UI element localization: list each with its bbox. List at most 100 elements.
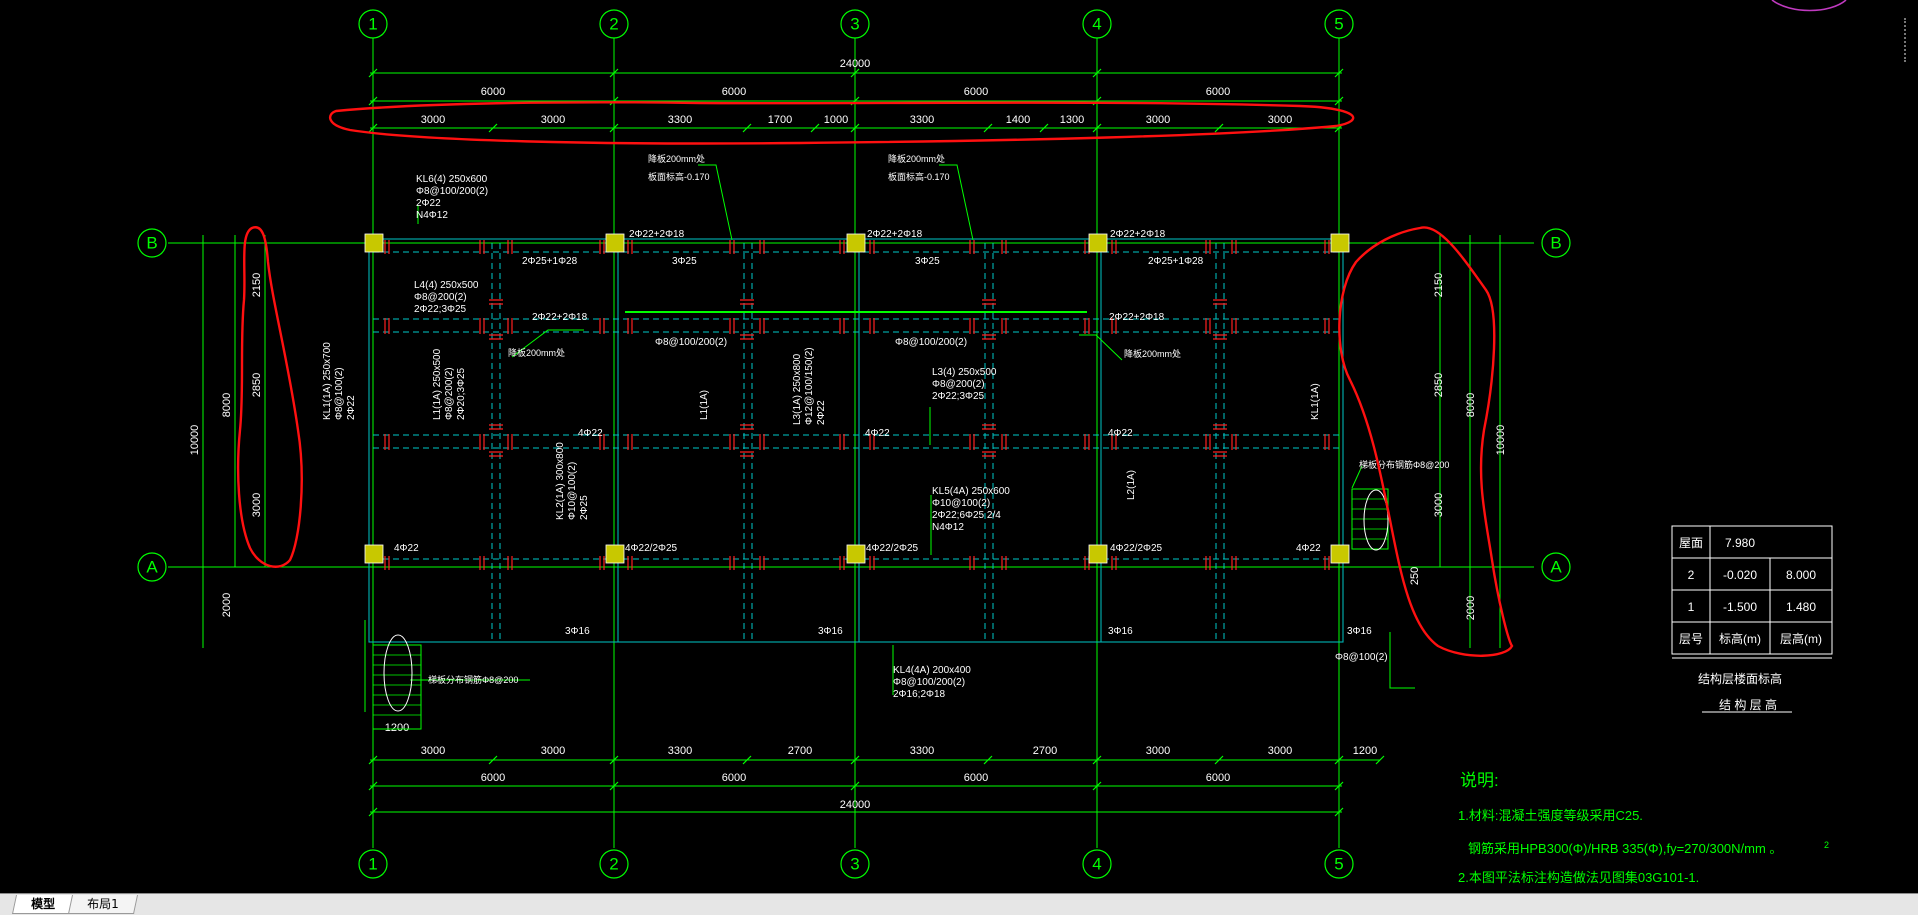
beam-label: Φ8@100/200(2) <box>655 337 727 348</box>
beam-label: 3Φ16 <box>1108 626 1133 637</box>
column-3A <box>846 544 866 564</box>
beam-label: 2Φ22;3Φ25 <box>414 304 467 315</box>
beam-label: Φ8@100(2) <box>1335 652 1388 663</box>
axis-label-4-bottom: 4 <box>1092 855 1101 874</box>
tab-layout1[interactable]: 布局1 <box>67 895 138 914</box>
dim-top-seg: 3300 <box>668 114 692 126</box>
axis-label-2-top: 2 <box>609 15 618 34</box>
axis-labels: 1 2 3 4 5 1 2 3 4 5 B A B A <box>146 15 1562 874</box>
column-4B <box>1088 233 1108 253</box>
beam-label-vertical: L2(1A) <box>1126 470 1137 500</box>
axis-bubble-B-right <box>1541 228 1571 258</box>
notes-line: 钢筋采用HPB300(Φ)/HRB 335(Φ),fy=270/300N/mm … <box>1468 841 1782 856</box>
beam-label: 4Φ22/2Φ25 <box>625 543 678 554</box>
beam-label: Φ8@100/200(2) <box>893 677 965 688</box>
beam-label: 4Φ22 <box>865 428 890 439</box>
beam-annotations: KL6(4) 250x600 Φ8@100/200(2) 2Φ22 N4Φ12 … <box>394 174 1388 700</box>
dim-top-seg: 3000 <box>1268 114 1292 126</box>
beam-label-vertical: Φ8@100(2) <box>334 367 345 420</box>
axis-bubble-1-top <box>358 9 388 39</box>
axis-label-1-bottom: 1 <box>368 855 377 874</box>
dim-bottom-bay: 6000 <box>481 772 505 784</box>
columns <box>364 233 1350 564</box>
column-5B <box>1330 233 1350 253</box>
beam-label-vertical: 2Φ22 <box>816 400 827 425</box>
beam-label: 2Φ22+2Φ18 <box>629 229 685 240</box>
dimension-lines <box>202 72 1501 813</box>
notes-line: 2.本图平法标注构造做法见图集03G101-1. <box>1458 870 1699 885</box>
table-cell: 1 <box>1688 600 1695 614</box>
dim-right-seg: 2150 <box>1433 273 1445 297</box>
dim-stair-1200: 1200 <box>385 722 409 734</box>
beam-label: 2Φ16;2Φ18 <box>893 689 946 700</box>
dim-top-bay: 6000 <box>722 86 746 98</box>
beam-label: L3(4) 250x500 <box>932 367 997 378</box>
axis-bubble-5-bottom <box>1324 849 1354 879</box>
dim-top-seg: 1300 <box>1060 114 1084 126</box>
beam-label: 3Φ16 <box>565 626 590 637</box>
stair-rebar-note: 梯板分布钢筋Φ8@200 <box>1359 459 1449 470</box>
dim-top-total: 24000 <box>840 58 871 70</box>
dim-bottom-seg: 3000 <box>1268 745 1292 757</box>
beam-label-vertical: KL1(1A) 250x700 <box>322 342 333 420</box>
notes-heading: 说明: <box>1460 771 1499 790</box>
beam-label-vertical: L1(1A) <box>699 390 710 420</box>
axis-label-3-bottom: 3 <box>850 855 859 874</box>
dim-top-seg: 3300 <box>910 114 934 126</box>
dim-bottom-seg: 1200 <box>1353 745 1377 757</box>
dim-right-seg: 2850 <box>1433 373 1445 397</box>
dim-left-2000: 2000 <box>221 593 233 617</box>
table-cell: 7.980 <box>1725 536 1755 550</box>
dim-right-2000: 2000 <box>1465 596 1477 620</box>
floor-table-text: 屋面 7.980 2 -0.020 8.000 1 -1.500 1.480 层… <box>1679 536 1822 712</box>
drop-slab-note: 降板200mm处 <box>888 153 945 164</box>
axis-bubble-A-left <box>137 552 167 582</box>
dim-left-total: 10000 <box>189 425 201 456</box>
dim-bottom-seg: 3300 <box>910 745 934 757</box>
axis-label-1-top: 1 <box>368 15 377 34</box>
dim-bottom-total: 24000 <box>840 799 871 811</box>
dim-top-seg: 1000 <box>824 114 848 126</box>
markup-ellipse-right <box>1338 226 1514 657</box>
table-cell: 2 <box>1688 568 1695 582</box>
beam-label: 3Φ16 <box>818 626 843 637</box>
column-2B <box>605 233 625 253</box>
beam-label: 4Φ22 <box>578 428 603 439</box>
stair-lower <box>372 644 422 730</box>
beam-label: KL4(4A) 200x400 <box>893 665 971 676</box>
notes-superscript: 2 <box>1824 840 1829 850</box>
dimension-ticks <box>368 68 1385 817</box>
beam-label: Φ8@100/200(2) <box>895 337 967 348</box>
beam-label: 4Φ22 <box>394 543 419 554</box>
beam-label-vertical: 2Φ22 <box>346 395 357 420</box>
dim-left-seg: 2150 <box>251 273 263 297</box>
tab-model[interactable]: 模型 <box>11 895 75 914</box>
table-header: 层高(m) <box>1780 631 1822 646</box>
axis-bubbles <box>137 9 1571 879</box>
beam-label-vertical: 2Φ25 <box>579 495 590 520</box>
axis-label-5-top: 5 <box>1334 15 1343 34</box>
stair-rebar-note: 梯板分布钢筋Φ8@200 <box>428 674 518 685</box>
axis-label-A-right: A <box>1550 558 1562 577</box>
beam-label: KL6(4) 250x600 <box>416 174 488 185</box>
drop-slab-note: 降板200mm处 <box>508 347 565 358</box>
beam-label-vertical: Φ8@200(2) <box>444 367 455 420</box>
beam-label: 3Φ25 <box>672 256 697 267</box>
beam-label: KL5(4A) 250x600 <box>932 486 1010 497</box>
viewport-scroll-handle[interactable] <box>1904 18 1914 62</box>
axis-label-B-right: B <box>1550 234 1561 253</box>
table-cell: 1.480 <box>1786 600 1816 614</box>
markup-annotations <box>236 101 1514 657</box>
stair-details <box>364 488 1389 730</box>
axis-label-5-bottom: 5 <box>1334 855 1343 874</box>
markup-ellipse-top <box>328 101 1355 145</box>
axis-bubble-2-bottom <box>599 849 629 879</box>
drop-slab-note: 降板200mm处 <box>648 153 705 164</box>
axis-bubble-4-top <box>1082 9 1112 39</box>
axis-label-4-top: 4 <box>1092 15 1101 34</box>
beam-label: 2Φ25+1Φ28 <box>1148 256 1204 267</box>
dim-right-250: 250 <box>1409 567 1421 585</box>
table-title: 结构层楼面标高 <box>1698 671 1782 686</box>
beam-label: 4Φ22/2Φ25 <box>1110 543 1163 554</box>
cad-drawing-canvas[interactable]: 1 2 3 4 5 1 2 3 4 5 B A B A <box>0 0 1918 893</box>
